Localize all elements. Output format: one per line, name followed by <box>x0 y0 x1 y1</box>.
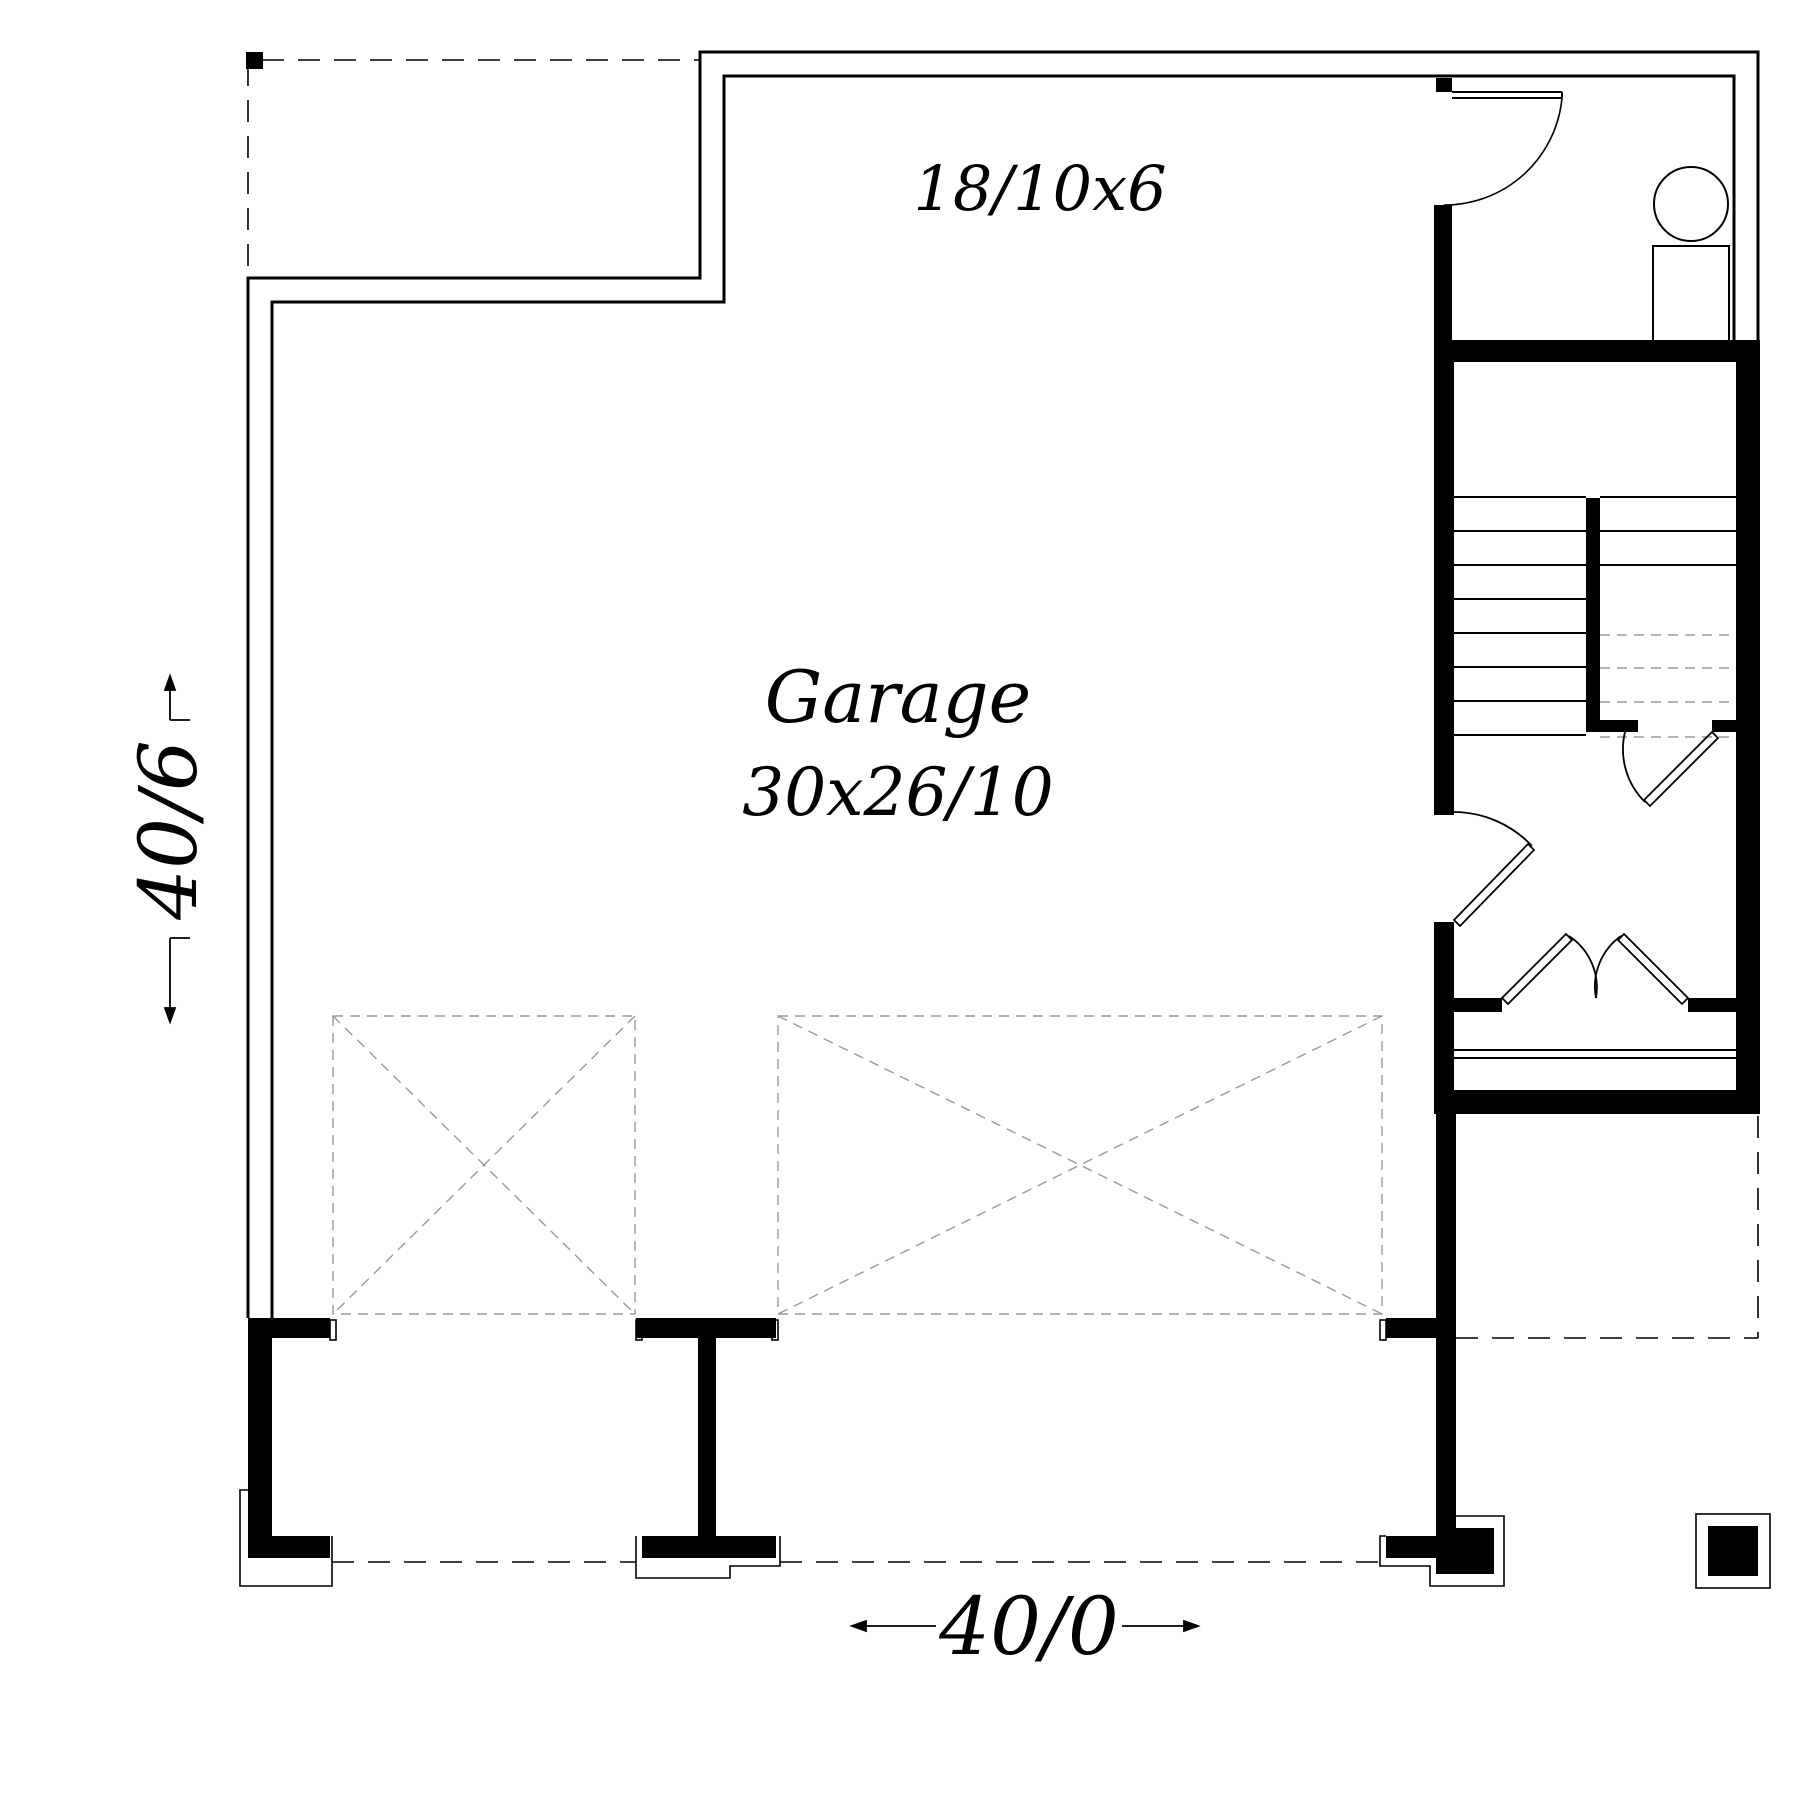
appliance-box <box>1652 245 1730 342</box>
corner-post-marker <box>246 52 263 69</box>
wall-post <box>1436 78 1452 92</box>
utility-room <box>1434 78 1730 345</box>
garage-room-dimension: 30x26/10 <box>742 754 1053 831</box>
garage-room-name: Garage <box>765 655 1031 739</box>
width-dimension-arrows <box>849 1619 1201 1633</box>
top-bay-dimension: 18/10x6 <box>913 152 1166 225</box>
stair-treads <box>1454 496 1736 1059</box>
stair-block <box>1434 340 1760 1114</box>
depth-dimension-label: 40/6 <box>122 740 215 921</box>
interior-wall <box>1434 205 1452 345</box>
overhead-door-right <box>777 1015 1383 1315</box>
overhead-door-left <box>332 1015 636 1315</box>
width-dimension-label: 40/0 <box>938 1580 1119 1673</box>
water-heater-icon <box>1653 166 1729 242</box>
open-area-right <box>1456 1116 1759 1339</box>
stair-hidden-treads <box>1600 634 1736 738</box>
pier-outlines <box>239 1319 1771 1589</box>
exterior-wall-outline <box>246 50 1760 1318</box>
open-area-top-left <box>247 59 700 276</box>
front-walls <box>248 1114 1758 1576</box>
stair-doors <box>1452 730 1720 1006</box>
depth-dimension-arrows <box>163 673 190 1025</box>
door-swing <box>1443 97 1563 206</box>
